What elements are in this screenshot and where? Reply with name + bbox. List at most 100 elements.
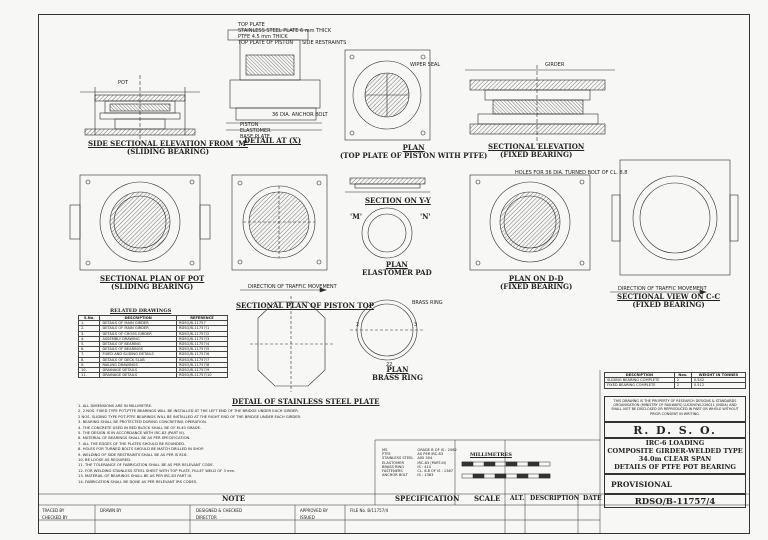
label-top-plate: TOP PLATE bbox=[238, 22, 265, 28]
traffic-direction-2: DIRECTION OF TRAFFIC MOVEMENT bbox=[618, 286, 707, 292]
sig-traced: TRACED BY bbox=[42, 508, 65, 513]
label-brass-ring: BRASS RING bbox=[412, 300, 443, 306]
rd-reference: RDSO/B-11757/9 bbox=[175, 367, 229, 374]
label-holes-bolt: HOLES FOR 36 DIA. TURNED BOLT OF CL. 8.8 bbox=[515, 170, 628, 176]
dim-2: 2 bbox=[356, 322, 360, 328]
caption-sectional-elevation-fixed: SECTIONAL ELEVATION(FIXED BEARING) bbox=[488, 142, 585, 159]
note-line: 2. 2 NOS. FIXED TYPE POT-PTFE BEARINGS W… bbox=[78, 409, 299, 414]
status: PROVISIONAL bbox=[604, 474, 746, 494]
sig-checked: CHECKED BY bbox=[42, 515, 68, 520]
related-drawings-header: S.No. DESCRIPTION REFERENCE bbox=[77, 314, 229, 322]
label-side-restraints: SIDE RESTRAINTS bbox=[302, 40, 347, 46]
drawing-border bbox=[38, 14, 750, 534]
rd-sno: 11. bbox=[77, 372, 101, 379]
label-scale: SCALE bbox=[474, 494, 501, 503]
sectional-plan-pot bbox=[69, 174, 211, 271]
caption-plan-dd: PLAN ON D-D(FIXED BEARING) bbox=[500, 274, 573, 291]
label-m: 'M' bbox=[350, 212, 363, 221]
rd-reference: RDSO/B-11757/4 bbox=[175, 340, 229, 348]
caption-plan-top-plate: PLAN(TOP PLATE OF PISTON WITH PTFE) bbox=[340, 143, 488, 160]
label-base-plate: BASE PLATE bbox=[240, 134, 270, 140]
rd-reference: RDSO/B-11757/2 bbox=[175, 330, 229, 337]
detail-stainless-plate bbox=[250, 296, 333, 392]
note-line: 3. BEARING SHALL BE PROTECTED DURING CON… bbox=[78, 420, 207, 425]
loading: IRC-6 LOADING bbox=[645, 439, 705, 447]
spec-value: AS PER IRC-83 bbox=[417, 452, 444, 457]
caption-sectional-plan-pot: SECTIONAL PLAN OF POT(SLIDING BEARING) bbox=[100, 274, 205, 291]
rd-reference: RDSO/B-11757/5 bbox=[175, 346, 229, 353]
note-line: 1. ALL DIMENSIONS ARE IN MILLIMETRE. bbox=[78, 404, 153, 408]
spec-value: GRADE B OF IS : 2062 bbox=[417, 448, 457, 452]
caption-side-elevation: SIDE SECTIONAL ELEVATION FROM 'M'(SLIDIN… bbox=[88, 139, 248, 156]
label-alt: ALT. bbox=[510, 495, 525, 502]
spec-item: FASTENERS bbox=[382, 469, 403, 474]
subject: DETAILS OF PTFE POT BEARING bbox=[614, 463, 736, 471]
weight-table: DESCRIPTION Nos. WEIGHT IN TONNES SLIDIN… bbox=[604, 371, 747, 389]
sig-director: DIRECTOR bbox=[196, 515, 217, 520]
caption-sectional-view-cc: SECTIONAL VIEW ON C-C(FIXED BEARING) bbox=[617, 292, 721, 309]
spec-item: MS bbox=[382, 448, 388, 452]
rd-reference: RDSO/B-11757/10 bbox=[175, 372, 229, 379]
sig-drawn: DRAWN BY bbox=[100, 508, 122, 513]
spec-item: ELASTOMER bbox=[382, 460, 404, 465]
spec-item: STAINLESS STEEL bbox=[382, 456, 414, 461]
weight-header: DESCRIPTION Nos. WEIGHT IN TONNES bbox=[604, 371, 747, 379]
label-pot: POT bbox=[118, 80, 129, 86]
spec-value: IS : 1363 bbox=[417, 473, 434, 478]
note-line: 8. HOLES FOR TURNED BOLTS SHOULD BE MATC… bbox=[78, 447, 204, 452]
label-specification: SPECIFICATION bbox=[395, 494, 460, 503]
plan-dd bbox=[469, 174, 591, 271]
rd-reference: RDSO/B-11757/3 bbox=[175, 335, 229, 343]
rd-reference: RDSO/B-11757/1 bbox=[175, 325, 229, 332]
spec-value: CL. 8.8 OF IS : 1367 bbox=[417, 469, 454, 474]
label-girder: GIRDER bbox=[545, 62, 565, 68]
sectional-view-cc bbox=[611, 159, 739, 276]
caption-detail-x: DETAIL AT (X) bbox=[244, 136, 302, 145]
spec-value: AISI 304 bbox=[417, 456, 433, 461]
spec-row: PTFE AS PER IRC-83 bbox=[380, 452, 459, 456]
spec-row: FASTENERS CL. 8.8 OF IS : 1367 bbox=[380, 469, 459, 473]
note-line: 11. THE TOLERANCE OF FABRICATION SHALL B… bbox=[78, 463, 214, 468]
label-date: DATE bbox=[583, 495, 602, 502]
rd-reference: RDSO/B-11757/7 bbox=[175, 356, 229, 363]
sectional-plan-piston-top bbox=[231, 174, 328, 271]
spec-row: ELASTOMER IRC-83 (PART-III) bbox=[380, 461, 459, 465]
weight-tonnes: 0.512 bbox=[690, 382, 747, 389]
spec-row: MS GRADE B OF IS : 2062 bbox=[380, 448, 459, 452]
label-wiper-seal: WIPER SEAL bbox=[410, 62, 441, 68]
caption-sectional-plan-piston: SECTIONAL PLAN OF PISTON TOP bbox=[236, 301, 374, 310]
sig-file-no: FILE No. B/11757/4 bbox=[350, 508, 389, 513]
rd-reference: RDSO/B-11757 bbox=[175, 320, 229, 327]
note-line: 12. FOR WELDING STAINLESS STEEL SHEET WI… bbox=[78, 468, 236, 473]
detail-x bbox=[226, 29, 322, 131]
scale-heading: MILLIMETRES bbox=[470, 452, 512, 458]
note-line: 10. BE LOOSE AS REQUIRED. bbox=[78, 458, 132, 463]
spec-item: PTFE bbox=[382, 452, 391, 457]
rd-reference: RDSO/B-11757/6 bbox=[175, 351, 229, 358]
traffic-direction-1: DIRECTION OF TRAFFIC MOVEMENT bbox=[248, 284, 337, 290]
note-line: 6. MATERIAL OF BEARINGS SHALL BE AS PER … bbox=[78, 436, 191, 441]
sig-designed: DESIGNED & CHECKED bbox=[196, 508, 243, 513]
note-line: 7. ALL THE EDGES OF THE PLATES SHOULD BE… bbox=[78, 441, 186, 446]
col-sno: S.No. bbox=[77, 314, 101, 322]
project-title: IRC-6 LOADING COMPOSITE GIRDER-WELDED TY… bbox=[604, 438, 746, 474]
note-line: 13. MATERIAL OF BEARINGS SHALL BE AS PER… bbox=[78, 474, 192, 479]
spec-value: IRC-83 (PART-III) bbox=[417, 460, 447, 465]
weight-desc: FIXED BEARING COMPLETE bbox=[604, 382, 675, 389]
label-n: 'N' bbox=[420, 212, 431, 221]
notes-block: 1. ALL DIMENSIONS ARE IN MILLIMETRE.2. 2… bbox=[78, 404, 373, 485]
note-line: 9. WELDING OF SIDE RESTRAINTS SHALL BE A… bbox=[78, 452, 188, 457]
